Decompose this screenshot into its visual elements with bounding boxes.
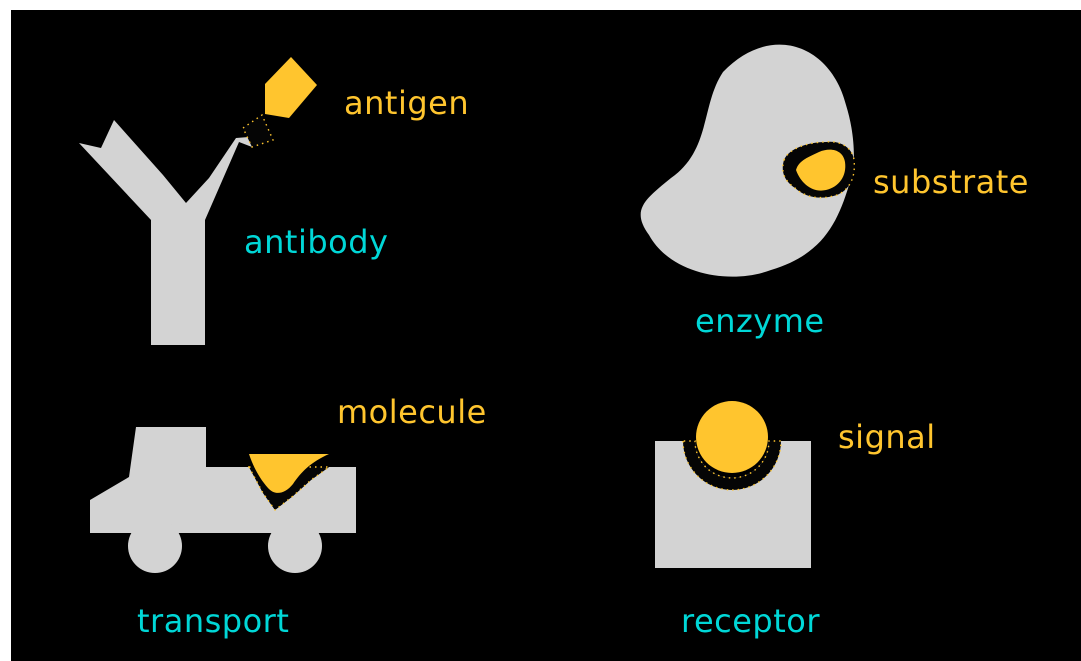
substrate-label: substrate bbox=[873, 163, 1029, 201]
enzyme-panel: enzyme substrate bbox=[641, 45, 1029, 340]
protein-binding-diagram: antibody antigen enzyme substrate transp… bbox=[11, 10, 1081, 661]
receptor-panel: signal receptor bbox=[655, 401, 936, 640]
antibody-shape bbox=[79, 120, 252, 345]
transport-truck-shape bbox=[90, 427, 356, 533]
transport-panel: transport molecule bbox=[90, 393, 487, 640]
receptor-label: receptor bbox=[681, 602, 820, 640]
diagram-canvas: antibody antigen enzyme substrate transp… bbox=[11, 10, 1081, 661]
rear-wheel bbox=[268, 519, 322, 573]
front-wheel bbox=[128, 519, 182, 573]
antigen-shape bbox=[265, 57, 317, 118]
molecule-label: molecule bbox=[337, 393, 487, 431]
signal-label: signal bbox=[838, 418, 936, 456]
enzyme-label: enzyme bbox=[695, 302, 825, 340]
antibody-label: antibody bbox=[244, 223, 388, 261]
signal-shape bbox=[696, 401, 768, 473]
antibody-panel: antibody antigen bbox=[79, 57, 469, 345]
transport-label: transport bbox=[137, 602, 289, 640]
antigen-label: antigen bbox=[344, 84, 469, 122]
